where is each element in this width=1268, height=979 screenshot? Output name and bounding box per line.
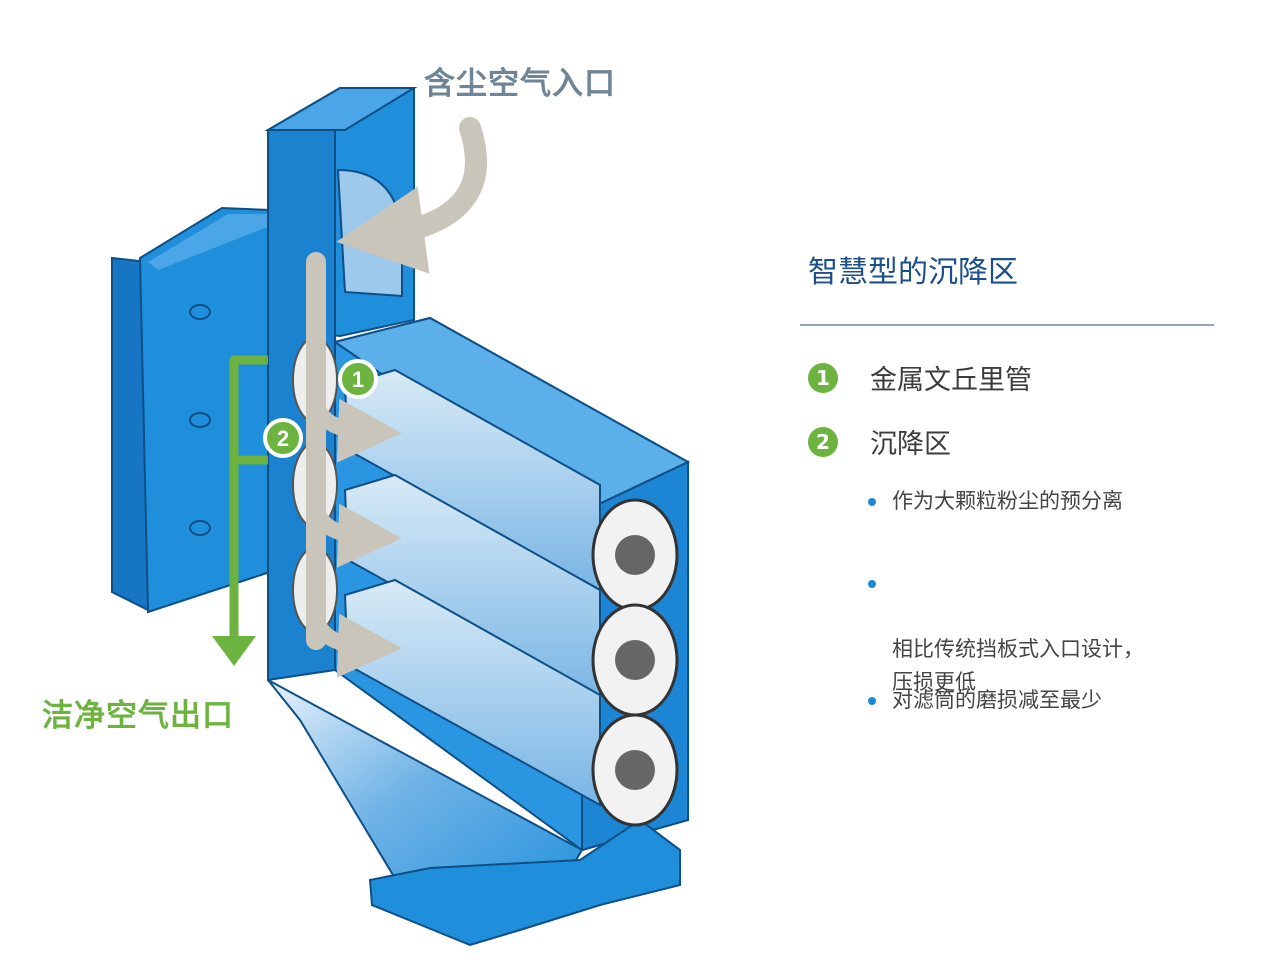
bullet-dot-icon: [868, 697, 876, 705]
marker-1: 1: [338, 359, 378, 399]
number-badge-2: 2: [808, 426, 838, 457]
hopper: [267, 679, 681, 947]
filter-cartridge: [292, 547, 679, 827]
bullet-dot-icon: [868, 498, 876, 506]
bullet-text-2: 相比传统挡板式入口设计， 压损更低: [892, 637, 1144, 694]
number-badge-1: 1: [808, 362, 838, 393]
bullet-text-3: 对滤筒的磨损减至最少: [892, 688, 1102, 712]
feature-label-1: 金属文丘里管: [870, 365, 1032, 396]
bullet-item-3: 对滤筒的磨损减至最少: [868, 684, 1102, 717]
clean-air-outlet-label: 洁净空气出口: [42, 698, 234, 734]
feature-item-1: 1 金属文丘里管: [808, 358, 1032, 397]
feature-item-2: 2 沉降区: [808, 422, 951, 461]
bullet-text-1: 作为大颗粒粉尘的预分离: [892, 489, 1123, 513]
bullet-dot-icon: [868, 580, 876, 588]
svg-text:1: 1: [352, 367, 364, 392]
svg-text:2: 2: [277, 426, 289, 451]
divider: [800, 324, 1214, 326]
feature-panel: 智慧型的沉降区: [800, 250, 1216, 326]
bullet-item-2: 相比传统挡板式入口设计， 压损更低: [868, 567, 1144, 732]
marker-2: 2: [263, 418, 303, 458]
panel-title: 智慧型的沉降区: [808, 255, 1018, 290]
filter-cartridge: [292, 337, 679, 612]
bullet-item-1: 作为大颗粒粉尘的预分离: [868, 485, 1123, 518]
feature-label-2: 沉降区: [870, 429, 951, 460]
dirty-air-inlet-label: 含尘空气入口: [424, 66, 616, 102]
clean-air-plenum: [111, 206, 271, 614]
dirty-air-flow-arrow: [306, 117, 487, 678]
dust-collector-illustration: 1 2: [111, 87, 691, 947]
clean-air-flow-arrow: [212, 355, 268, 666]
